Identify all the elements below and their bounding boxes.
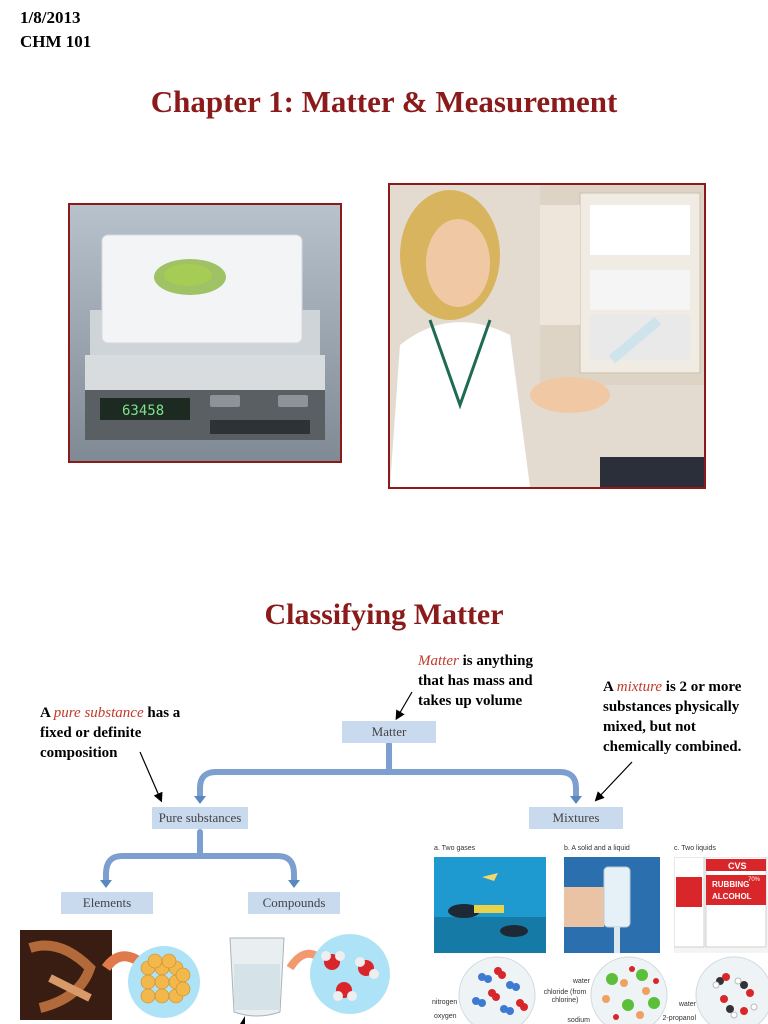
label-water-b: water xyxy=(572,978,590,985)
bottle-text-rubbing: RUBBING xyxy=(712,880,749,889)
pure-substance-definition: A pure substance has a fixed or definite… xyxy=(40,705,181,761)
course-code: CHM 101 xyxy=(20,32,92,51)
mixtures-box: Mixtures xyxy=(529,807,623,829)
mixture-definition: A mixture is 2 or more substances physic… xyxy=(603,679,742,755)
matter-arrow xyxy=(395,691,413,721)
elements-box: Elements xyxy=(61,892,153,914)
alcohol-water-molecules xyxy=(695,956,768,1024)
panel-a-caption: a. Two gases xyxy=(434,845,476,852)
chapter-title: Chapter 1: Matter & Measurement xyxy=(150,84,618,119)
pure-substances-box: Pure substances xyxy=(152,807,248,829)
bottle-brand: CVS xyxy=(728,861,747,871)
nurse-syringe-photo xyxy=(388,183,706,489)
compound-water-illustration xyxy=(229,934,390,1024)
mixture-examples: a. Two gases b. A solid and a liquid c. … xyxy=(430,845,768,1024)
label-water-c: water xyxy=(678,1001,696,1008)
mixture-term: mixture xyxy=(616,679,663,695)
bottle-text-alcohol: ALCOHOL xyxy=(712,892,752,901)
iv-bag-photo xyxy=(564,857,660,953)
balance-scale-photo: 63458 xyxy=(68,203,342,463)
label-oxygen: oxygen xyxy=(434,1013,457,1020)
panel-c-caption: c. Two liquids xyxy=(674,845,716,852)
scale-readout: 63458 xyxy=(122,403,164,419)
pure-substance-arrow xyxy=(139,751,163,803)
label-chloride: chloride (from chlorine) xyxy=(543,989,587,1004)
panel-b-caption: b. A solid and a liquid xyxy=(564,845,630,852)
bottle-percent: 70% xyxy=(748,877,761,883)
gas-mixture-molecules xyxy=(458,956,536,1024)
label-2-propanol: 2-propanol xyxy=(662,1015,696,1022)
compounds-box: Compounds xyxy=(248,892,340,914)
element-copper-illustration xyxy=(20,930,200,1020)
classifying-matter-title: Classifying Matter xyxy=(264,598,504,631)
matter-term: Matter xyxy=(418,653,459,669)
label-nitrogen: nitrogen xyxy=(432,999,458,1006)
lecture-date: 1/8/2013 xyxy=(20,8,81,27)
mixture-arrow xyxy=(594,761,633,802)
matter-box: Matter xyxy=(342,721,436,743)
matter-definition: Matter is anything that has mass and tak… xyxy=(418,653,534,709)
saltwater-molecules xyxy=(590,956,668,1024)
label-sodium: sodium xyxy=(567,1017,590,1024)
classification-tree-connectors xyxy=(100,691,633,888)
diver-photo xyxy=(434,857,546,953)
rubbing-alcohol-photo: CVS RUBBING ALCOHOL 70% xyxy=(674,857,768,953)
pure-substance-term: pure substance xyxy=(53,705,144,721)
